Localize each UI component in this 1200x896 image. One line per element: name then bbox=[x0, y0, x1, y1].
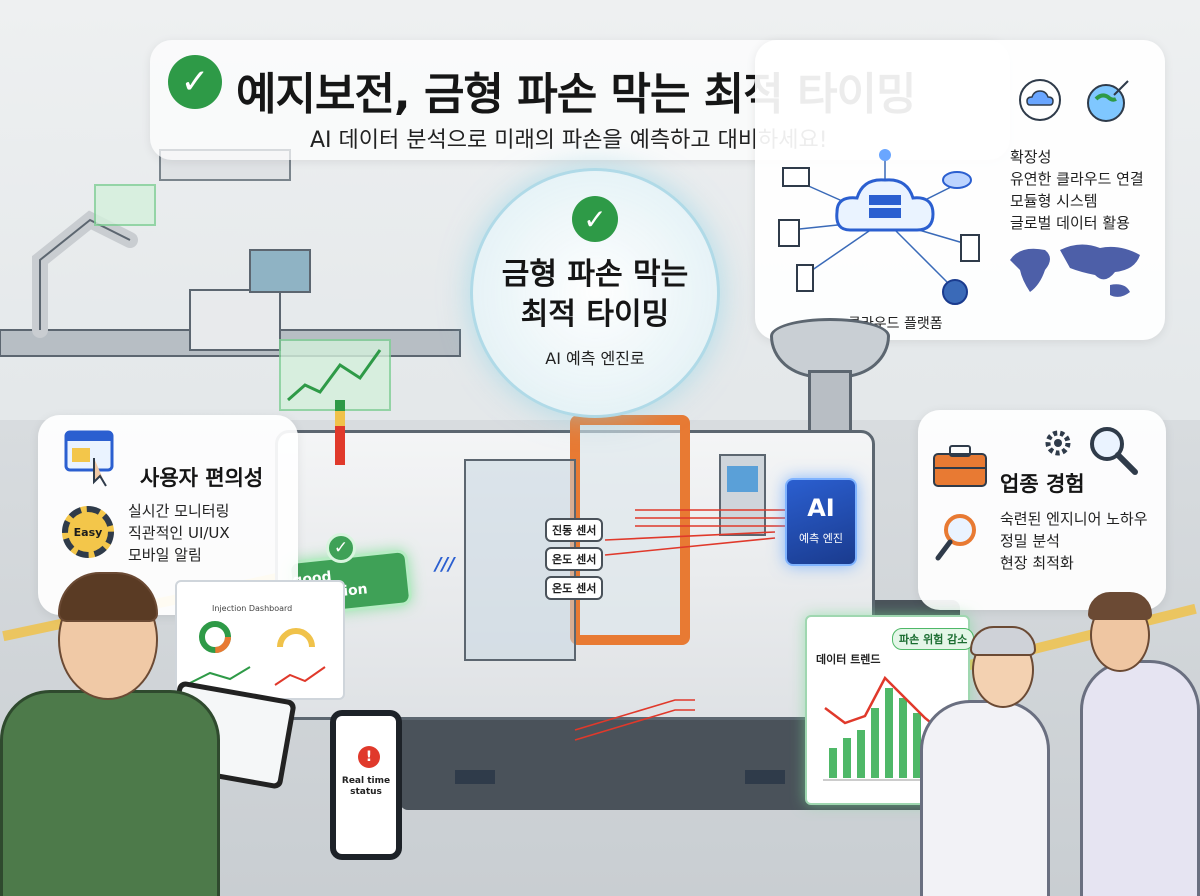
usability-line: 모바일 알림 bbox=[128, 546, 202, 564]
scalability-line: 유연한 클라우드 연결 bbox=[1010, 170, 1144, 188]
experience-line: 현장 최적화 bbox=[1000, 554, 1074, 572]
alert-icon: ! bbox=[358, 746, 380, 768]
ai-engine-chip: AI 예측 엔진 bbox=[785, 478, 857, 566]
check-icon: ✓ bbox=[326, 533, 356, 563]
engineer-person bbox=[1080, 660, 1200, 896]
experience-heading: 업종 경험 bbox=[1000, 472, 1085, 496]
vibration-sensor-label: 진동 센서 bbox=[545, 518, 604, 542]
svg-text:///: /// bbox=[433, 554, 456, 575]
center-subtitle: AI 예측 엔진로 bbox=[545, 349, 645, 368]
temperature-sensor-label: 온도 센서 bbox=[545, 547, 604, 571]
risk-reduction-tag: 파손 위험 감소 bbox=[892, 628, 975, 650]
usability-line: 직관적인 UI/UX bbox=[128, 524, 230, 542]
ai-chip-sublabel: 예측 엔진 bbox=[799, 532, 843, 545]
experience-line: 정밀 분석 bbox=[1000, 532, 1060, 550]
scalability-line: 모듈형 시스템 bbox=[1010, 192, 1098, 210]
easy-gear-icon: Easy bbox=[62, 506, 114, 558]
world-map-icon bbox=[1010, 244, 1140, 297]
check-icon: ✓ bbox=[572, 196, 618, 242]
smartphone: ! Real time status bbox=[330, 710, 402, 860]
toolbox-icon bbox=[933, 445, 987, 487]
temperature-sensor-label: 온도 센서 bbox=[545, 576, 604, 600]
factory-background bbox=[0, 149, 461, 411]
experience-panel bbox=[918, 410, 1166, 610]
engineer-person bbox=[920, 700, 1050, 896]
magnifier-icon bbox=[1090, 427, 1138, 475]
gear-icon bbox=[1045, 430, 1071, 456]
usability-heading: 사용자 편의성 bbox=[140, 466, 264, 490]
hand-magnifier-icon bbox=[935, 514, 976, 561]
data-trend-title: 데이터 트렌드 bbox=[816, 653, 881, 666]
dashboard-widgets bbox=[189, 621, 326, 686]
cloud-platform-diagram bbox=[778, 149, 980, 305]
check-icon: ✓ bbox=[168, 55, 222, 109]
usability-text: 실시간 모니터링 직관적인 UI/UX 모바일 알림 bbox=[128, 500, 230, 566]
phone-status-text: Real time status bbox=[341, 776, 391, 797]
scalability-text: 확장성 유연한 클라우드 연결 모듈형 시스템 글로벌 데이터 활용 bbox=[1010, 146, 1144, 234]
usability-line: 실시간 모니터링 bbox=[128, 502, 230, 520]
operator-person bbox=[0, 690, 220, 896]
phone-screen: ! Real time status bbox=[336, 716, 396, 854]
center-title: 금형 파손 막는 최적 타이밍 bbox=[501, 257, 689, 332]
engineer-hair bbox=[970, 626, 1036, 656]
cloud-network-icon bbox=[1019, 79, 1061, 121]
ai-chip-label: AI bbox=[807, 494, 835, 522]
experience-text: 숙련된 엔지니어 노하우 정밀 분석 현장 최적화 bbox=[1000, 508, 1148, 574]
experience-line: 숙련된 엔지니어 노하우 bbox=[1000, 510, 1148, 528]
engineer-hair bbox=[1088, 592, 1152, 620]
page-subtitle: AI 데이터 분석으로 미래의 파손을 예측하고 대비하세요! bbox=[310, 128, 828, 153]
scalability-line: 글로벌 데이터 활용 bbox=[1010, 214, 1130, 232]
browser-click-icon bbox=[64, 430, 114, 487]
dashboard-title: Injection Dashboard bbox=[212, 604, 293, 613]
hopper-neck bbox=[808, 370, 852, 440]
globe-icon bbox=[1087, 80, 1129, 122]
hopper bbox=[770, 318, 890, 378]
scalability-heading: 확장성 bbox=[1010, 148, 1052, 166]
